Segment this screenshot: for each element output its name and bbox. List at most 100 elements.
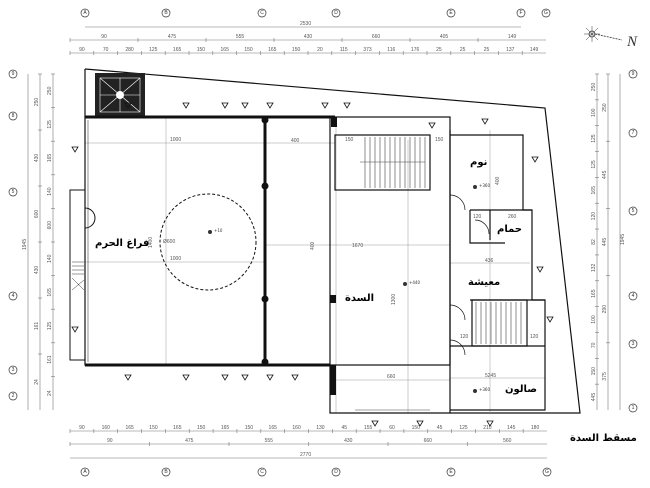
grid-bubble: C <box>257 8 267 18</box>
dimension-label: 140 <box>47 254 53 263</box>
dimension-label: 150 <box>197 425 206 431</box>
dimension-label: 176 <box>411 47 420 53</box>
dimension-label: 149 <box>508 34 517 40</box>
dimension-label: 90 <box>101 34 107 40</box>
dimension-label: 445 <box>602 238 608 247</box>
window-marker-icon <box>486 420 494 427</box>
dim-overall-right: 1945 <box>620 234 626 245</box>
dimension-label: 45 <box>341 425 347 431</box>
dimension-label: 70 <box>591 342 597 348</box>
interior-axis-lines <box>85 117 545 413</box>
dimension-label: 165 <box>591 186 597 195</box>
dimension-label: 600 <box>47 221 53 230</box>
dimension-label: 250 <box>47 86 53 95</box>
window-marker-icon <box>371 420 379 427</box>
grid-label: D <box>334 10 338 16</box>
dimension-label: 555 <box>236 34 245 40</box>
dimension-label: 130 <box>316 425 325 431</box>
dimension-label: 100 <box>591 315 597 324</box>
dimension-label: 90 <box>107 438 113 444</box>
window-marker-icon <box>266 102 274 109</box>
dim-mezz-top: 400 <box>291 138 300 144</box>
window-marker-icon <box>321 102 329 109</box>
dim-living: 436 <box>485 258 494 264</box>
dimension-label: 150 <box>244 47 253 53</box>
grid-label: E <box>449 10 453 16</box>
dim-stair2-a: 120 <box>460 334 469 340</box>
dim-mezz-width: 1670 <box>352 243 363 249</box>
window-marker-icon <box>71 326 79 333</box>
dimension-label: 161 <box>34 322 40 331</box>
level-icon <box>473 389 477 393</box>
window-marker-icon <box>71 146 79 153</box>
dimension-label: 150 <box>412 425 421 431</box>
dimension-label: 125 <box>591 134 597 143</box>
dim-hall-depth: 1400 <box>148 237 154 248</box>
grid-label: 8 <box>12 113 15 119</box>
grid-label: C <box>260 10 264 16</box>
grid-bubble: A <box>80 467 90 477</box>
haram-void: فراغ الحرم 1000 1000 1400 Ø600 +10 <box>69 115 335 367</box>
dimension-label: 161 <box>47 355 53 364</box>
room-label-salon: صالون <box>505 384 537 395</box>
dim-stair-right: 150 <box>435 137 444 143</box>
window-marker-icon <box>182 102 190 109</box>
window-markers <box>71 102 554 427</box>
grid-bubble: 3 <box>628 339 638 349</box>
dimension-label: 475 <box>185 438 194 444</box>
grid-bubble: 4 <box>8 291 18 301</box>
dimension-label: 149 <box>530 47 539 53</box>
north-label: N <box>626 34 638 50</box>
dimension-label: 660 <box>372 34 381 40</box>
grid-label: 1 <box>632 405 635 411</box>
grid-label: B <box>164 10 168 16</box>
grid-label: B <box>164 469 168 475</box>
dimension-label: 125 <box>459 425 468 431</box>
window-marker-icon <box>124 102 132 109</box>
room-label-bathroom: حمام <box>497 224 522 235</box>
dimension-label: 60 <box>389 425 395 431</box>
dimension-label: 660 <box>424 438 433 444</box>
dim-overall-top: 2530 <box>300 21 311 27</box>
dimension-label: 560 <box>503 438 512 444</box>
site-boundary <box>84 68 581 414</box>
room-label-bedroom: نوم <box>470 157 487 168</box>
dimension-label: 116 <box>387 47 395 53</box>
grid-bubble: 9 <box>628 69 638 79</box>
compass-icon <box>584 26 623 42</box>
dim-bath-1: 120 <box>473 214 482 220</box>
dimension-label: 250 <box>591 83 597 92</box>
grid-bubble: 5 <box>8 187 18 197</box>
grid-bubble: 8 <box>8 111 18 121</box>
stair-small <box>71 261 85 291</box>
dimension-label: 600 <box>34 210 40 219</box>
grid-label: 5 <box>12 189 15 195</box>
mihrab-stair-wing <box>69 189 86 361</box>
left-dimensions: 1945 25043060043016124250125165140600140… <box>22 73 55 410</box>
dim-dome: Ø600 <box>163 239 175 245</box>
level-salon: +360 <box>479 387 490 392</box>
dimension-label: 165 <box>221 47 230 53</box>
drawing-title: مسقط السدة <box>570 433 637 444</box>
grid-label: 4 <box>632 293 635 299</box>
room-label-mezzanine: السدة <box>345 293 374 304</box>
level-haram: +10 <box>214 228 223 233</box>
window-marker-icon <box>266 374 274 381</box>
dimension-label: 430 <box>34 154 40 163</box>
grid-bubble: 7 <box>628 128 638 138</box>
dimension-label: 125 <box>149 47 158 53</box>
dimension-label: 90 <box>79 425 85 431</box>
dimension-label: 430 <box>344 438 353 444</box>
grid-bubble: C <box>257 467 267 477</box>
grid-bubble: F <box>516 8 526 18</box>
dimension-label: 445 <box>591 393 597 402</box>
grid-bubble: 3 <box>8 365 18 375</box>
level-bedroom: +360 <box>479 183 490 188</box>
dimension-label: 210 <box>483 425 492 431</box>
dimension-label: 25 <box>484 47 490 53</box>
main-stair <box>334 134 431 191</box>
grid-bubble: 2 <box>8 391 18 401</box>
